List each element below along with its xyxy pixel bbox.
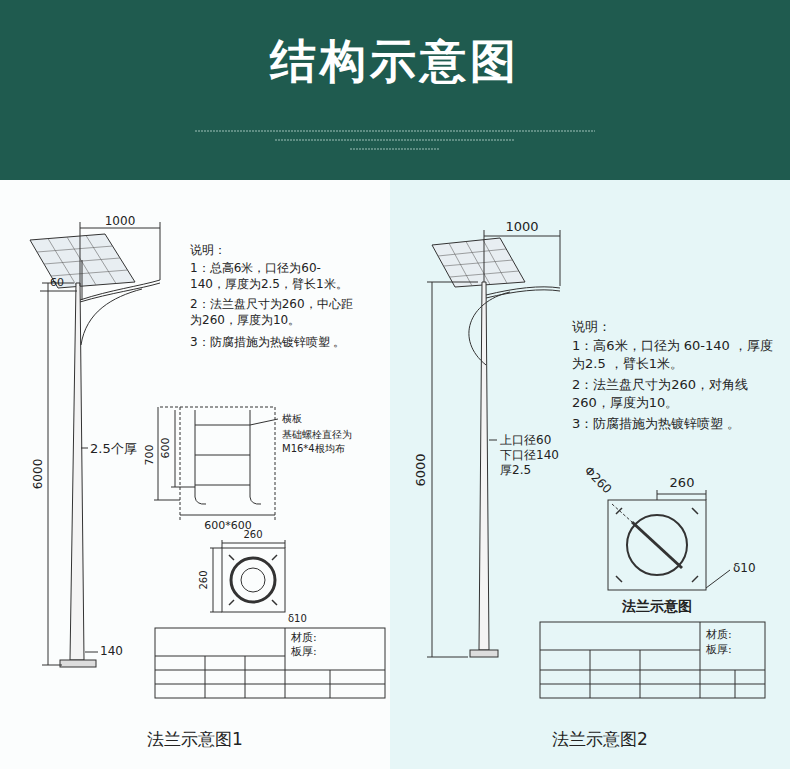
drawing-label: 说明： <box>190 242 226 258</box>
drawing-label: 6000 <box>30 459 46 490</box>
drawing-label: 法兰示意图2 <box>552 728 648 751</box>
drawing-label: 3：防腐措施为热镀锌喷塑 。 <box>572 415 777 433</box>
drawing-label: 法兰示意图 <box>622 597 692 616</box>
drawing-label: 6000 <box>412 453 430 486</box>
drawing-label: 说明： <box>572 318 611 336</box>
drawing-label: 板厚: <box>706 643 732 658</box>
drawing-label: 上口径60 <box>500 432 551 448</box>
drawing-label: 基础螺栓直径为M16*4根均布 <box>282 428 382 455</box>
drawing-label: 横板 <box>282 412 302 426</box>
drawing-label: 厚2.5 <box>500 462 531 478</box>
drawing-label: 600 <box>159 438 174 459</box>
drawing-label: 1：高6米，口径为 60-140 ，厚度为2.5 ，臂长1米。 <box>572 337 777 372</box>
drawing-label: 2.5个厚 <box>90 440 137 458</box>
drawing-label: 260 <box>243 528 262 542</box>
drawing-label: 1000 <box>505 218 538 236</box>
drawing-label: 700 <box>143 445 158 466</box>
drawing-label: 材质: <box>706 628 732 643</box>
page-title: 结构示意图 <box>270 30 520 92</box>
drawing-label: 法兰示意图1 <box>147 728 243 751</box>
drawing-label: 3：防腐措施为热镀锌喷塑 。 <box>190 334 375 350</box>
drawing-label: 140 <box>100 643 123 659</box>
drawing-label: 260 <box>197 570 211 589</box>
drawing-label: 260 <box>670 474 695 492</box>
drawing-label: 2：法兰盘尺寸为260，对角线260，厚度为10。 <box>572 376 777 411</box>
drawing-label: δ10 <box>733 560 756 576</box>
drawing-label: 板厚: <box>291 645 317 660</box>
drawing-label: 1000 <box>105 213 136 229</box>
drawing-label: 2：法兰盘尺寸为260，中心距为260，厚度为10。 <box>190 296 355 328</box>
drawing-label: Φ260 <box>581 463 615 497</box>
drawing-label: 60 <box>50 276 64 291</box>
drawing-label: δ10 <box>288 612 307 626</box>
drawing-label: 下口径140 <box>500 447 559 463</box>
drawing-label: 材质: <box>291 631 317 646</box>
drawing-label: 1：总高6米，口径为60-140，厚度为2.5，臂长1米。 <box>190 260 355 292</box>
